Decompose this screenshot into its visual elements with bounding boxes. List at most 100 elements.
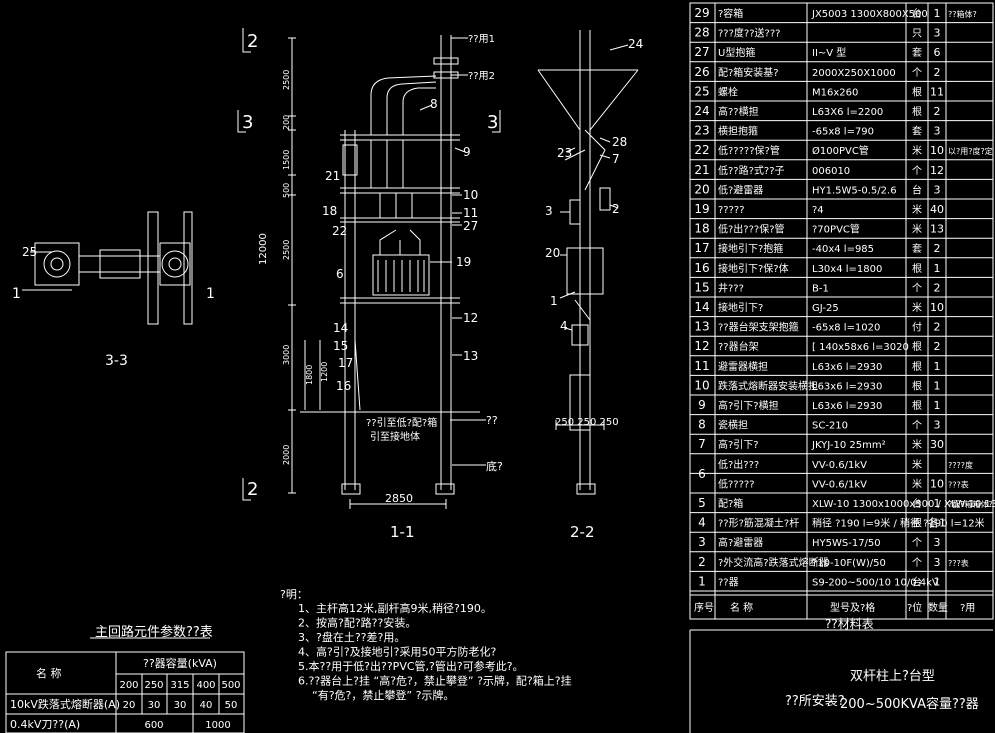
- bom-row-spec: HY1.5W5-0.5/2.6: [812, 185, 897, 196]
- note-top2: ??用2: [468, 71, 495, 82]
- bom-row-unit: 根: [912, 85, 922, 98]
- bom-table-grid: [689, 2, 994, 631]
- bom-row-name: 低??路?式??子: [718, 164, 785, 177]
- param-table-grid: [5, 637, 245, 733]
- bom-row-qty: 6: [934, 46, 941, 59]
- callout-28: 28: [612, 135, 627, 149]
- height-total: 12000: [258, 233, 269, 265]
- bom-row-spec: ?4: [812, 205, 824, 216]
- bom-row-no: 23: [694, 124, 709, 138]
- bom-row-name: ?外交流高?跌落式熔断器: [718, 556, 829, 569]
- bom-row-name: ??器台架: [718, 340, 759, 353]
- callout-15: 15: [333, 339, 348, 353]
- bom-row-no: 28: [694, 26, 709, 40]
- bom-row-no: 29: [694, 6, 709, 20]
- legend-item: 1、主杆高12米,副杆高9米,稍径?190。: [298, 601, 492, 615]
- bom-row-name: ??器台架支架抱箍: [718, 321, 799, 334]
- bom-row-name: 配?箱安装基?: [718, 66, 779, 79]
- legend-item: 6.??器台上?挂 “高?危?，禁止攀登” ?示牌，配?箱上?挂: [298, 674, 572, 688]
- note-pole: ??: [486, 414, 498, 427]
- bom-row-unit: 根: [912, 105, 922, 118]
- bom-row-no: 3: [698, 535, 706, 549]
- bom-row-spec: 006010: [812, 166, 850, 177]
- bom-row-unit: 套: [912, 242, 922, 255]
- legend-item: 4、高?引?及接地引?采用50平方防老化?: [298, 645, 497, 659]
- bom-row-unit: 只: [912, 29, 922, 40]
- callout-8: 8: [430, 97, 438, 111]
- bom-row-qty: 3: [934, 419, 941, 432]
- bom-row-name: 低?????: [718, 477, 755, 490]
- bom-row-qty: 3: [934, 125, 941, 138]
- bom-row-spec: HY5WS-17/50: [812, 538, 881, 549]
- bom-row-unit: 米: [912, 223, 922, 236]
- bom-header-spec: 型号及?格: [830, 601, 875, 614]
- bom-row-spec: -40x4 l=985: [812, 244, 874, 255]
- bom-row-qty: 40: [930, 203, 944, 216]
- bom-row-no: 20: [694, 182, 709, 196]
- bom-row-no: 14: [694, 300, 709, 314]
- callout-17: 17: [338, 356, 353, 370]
- bom-row-unit: 根: [912, 517, 922, 530]
- bom-row-spec: B-1: [812, 283, 829, 294]
- callout-2: 2: [612, 202, 620, 216]
- bom-row-unit: 台: [912, 7, 922, 20]
- bom-row-spec: L63X6 l=2200: [812, 107, 883, 118]
- bom-row-no: 21: [694, 163, 709, 177]
- param-row-value: 600: [144, 720, 163, 731]
- bom-row-use: ??箱体?: [948, 9, 977, 19]
- section-markers: [237, 28, 501, 501]
- height-500: 500: [282, 183, 291, 198]
- title-line2a: ??所安装?: [785, 694, 845, 709]
- bom-row-no: 1: [698, 574, 706, 588]
- legend-title: ?明：: [280, 588, 308, 601]
- bom-header-qty: 数量: [928, 601, 948, 614]
- height-1200: 1200: [320, 362, 329, 382]
- bom-row-no: 24: [694, 104, 709, 118]
- section-mark-3-left: 3: [242, 112, 253, 133]
- section-mark-3-right: 3: [487, 112, 498, 133]
- bom-row-no: 12: [694, 339, 709, 353]
- param-row-value: 20: [123, 700, 136, 711]
- bom-row-qty: 1: [934, 497, 941, 510]
- bom-row-unit: 米: [912, 203, 922, 216]
- bom-row-qty: 12: [930, 164, 944, 177]
- bom-row-unit: 台: [912, 497, 922, 510]
- bom-row-name: 低?出???保?管: [718, 223, 785, 236]
- bom-row-name: ???度??送???: [718, 27, 780, 40]
- bom-row-unit: 台: [912, 575, 922, 588]
- bom-row-unit: 米: [912, 458, 922, 471]
- view-3-3: [22, 211, 193, 325]
- bom-row-no: 9: [698, 398, 706, 412]
- param-cap-value: 315: [170, 680, 189, 691]
- view-2-2-dims: 250 250 250: [555, 417, 619, 428]
- section-mark-right: 1: [206, 286, 215, 302]
- view-1-1: [288, 35, 486, 509]
- bom-row-qty: 13: [930, 223, 944, 236]
- bom-row-name: 井???: [718, 281, 744, 294]
- title-line2b: 200~500KVA容量??器: [840, 696, 979, 712]
- legend-item: “有?危?，禁止攀登” ?示牌。: [312, 688, 454, 702]
- bom-row-spec: [ 140x58x6 l=3020: [812, 342, 909, 353]
- bom-row-name: 低?避雷器: [718, 183, 763, 196]
- callout-18: 18: [322, 204, 337, 218]
- bom-row-spec: L63x6 l=2930: [812, 362, 882, 373]
- note-lowvoltage: ??引至低?配?箱: [366, 416, 437, 429]
- bom-row-use: ???表: [948, 479, 969, 489]
- height-1800: 1800: [305, 365, 314, 385]
- bom-row-no: 2: [698, 555, 706, 569]
- callout-24: 24: [628, 37, 643, 51]
- bom-row-no: 17: [694, 241, 709, 255]
- bom-row-spec: 2000X250X1000: [812, 68, 896, 79]
- legend-item: 2、按高?配?路??安装。: [298, 616, 416, 630]
- bom-row-no: 16: [694, 261, 709, 275]
- legend-items: 1、主杆高12米,副杆高9米,稍径?190。2、按高?配?路??安装。3、?盘在…: [298, 601, 572, 702]
- bom-row-qty: 30: [930, 438, 944, 451]
- bom-row-no: 15: [694, 280, 709, 294]
- bom-row-unit: 米: [912, 438, 922, 451]
- bom-row-unit: 付: [912, 321, 922, 334]
- callout-23: 23: [557, 146, 572, 160]
- bom-row-qty: 1: [934, 262, 941, 275]
- bom-row-qty: 2: [934, 321, 941, 334]
- bom-row-name: 螺栓: [718, 85, 738, 98]
